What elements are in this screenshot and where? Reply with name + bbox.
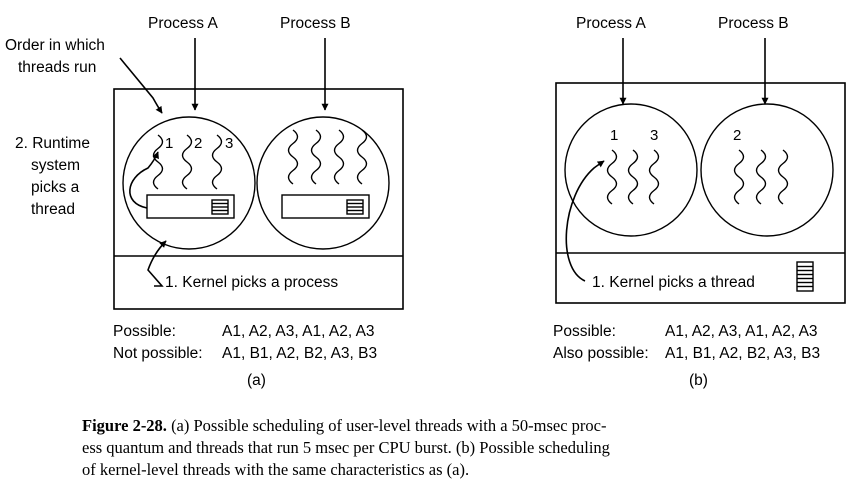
panel-b-process-a-circle (564, 103, 698, 237)
panel-b-system-box (555, 82, 846, 304)
panel-b-thread-num-1: 1 (610, 127, 618, 144)
panel-a-runtime-line3: picks a (31, 179, 80, 196)
panel-b-alsopossible-label: Also possible: (553, 345, 649, 362)
panel-a-possible-label: Possible: (113, 323, 176, 340)
panel-a-notpossible-label: Not possible: (113, 345, 203, 362)
panel-b-thread-a2 (627, 149, 639, 205)
panel-a-runtime-line4: thread (31, 201, 75, 218)
panel-a-thread-b4 (356, 129, 368, 185)
panel-a-runtime-arrow (129, 151, 159, 209)
panel-b: Process A Process B 1 3 2 1. Kernel pick… (553, 15, 846, 389)
panel-b-sub-label: (b) (689, 372, 708, 389)
panel-a-runtime-line1: 2. Runtime (15, 135, 90, 152)
panel-a-order-label-line1: Order in which (5, 37, 105, 54)
panel-b-thread-num-2: 2 (733, 127, 741, 144)
panel-a-notpossible-seq: A1, B1, A2, B2, A3, B3 (222, 345, 377, 362)
panel-a-process-b-circle (256, 116, 390, 250)
panel-a-possible-seq: A1, A2, A3, A1, A2, A3 (222, 323, 375, 340)
panel-a-sub-label: (a) (247, 372, 266, 389)
panel-a-thread-a2 (181, 134, 193, 190)
panel-b-process-b-label: Process B (718, 15, 789, 32)
figure-caption: Figure 2-28. (a) Possible scheduling of … (82, 416, 610, 479)
panel-a-runtime-line2: system (31, 157, 80, 174)
caption-line1-text: (a) Possible scheduling of user-level th… (167, 416, 607, 435)
panel-a-thread-table-icon-b (346, 199, 364, 215)
panel-b-kernel-arrow (565, 160, 605, 282)
panel-a-order-label-line2: threads run (18, 59, 96, 76)
panel-a-process-a-circle (122, 116, 256, 250)
panel-b-possible-seq: A1, A2, A3, A1, A2, A3 (665, 323, 818, 340)
panel-a-thread-b2 (310, 129, 322, 185)
panel-b-thread-b1 (733, 149, 745, 205)
panel-a-thread-a3 (211, 134, 223, 190)
panel-a-thread-num-2: 2 (194, 135, 202, 152)
panel-a-runtime-box-b (281, 194, 370, 219)
panel-b-thread-b3 (777, 149, 789, 205)
caption-figure-number: Figure 2-28. (82, 416, 167, 435)
caption-line1: Figure 2-28. (a) Possible scheduling of … (82, 416, 606, 435)
panel-b-thread-a1 (606, 149, 618, 205)
panel-a-thread-num-3: 3 (225, 135, 233, 152)
panel-a-runtime-box-a (146, 194, 235, 219)
caption-line3: of kernel-level threads with the same ch… (82, 460, 469, 479)
panel-a: Process A Process B Order in which threa… (5, 15, 404, 389)
panel-a-thread-num-1: 1 (165, 135, 173, 152)
panel-a-order-arrow (119, 57, 163, 114)
panel-a-kernel-label: 1. Kernel picks a process (165, 274, 338, 291)
caption-line2: ess quantum and threads that run 5 msec … (82, 438, 610, 457)
panel-a-thread-a1 (152, 134, 164, 190)
panel-a-kernel-arrow (147, 240, 167, 287)
panel-a-process-a-label: Process A (148, 15, 218, 32)
panel-b-possible-label: Possible: (553, 323, 616, 340)
panel-b-process-b-circle (700, 103, 834, 237)
panel-b-thread-a3 (648, 149, 660, 205)
panel-b-alsopossible-seq: A1, B1, A2, B2, A3, B3 (665, 345, 820, 362)
panel-a-system-box (113, 88, 404, 310)
panel-a-process-b-label: Process B (280, 15, 351, 32)
panel-b-thread-num-3: 3 (650, 127, 658, 144)
panel-a-thread-table-icon-a (211, 199, 229, 215)
panel-a-thread-b1 (287, 129, 299, 185)
panel-b-thread-b2 (755, 149, 767, 205)
panel-b-thread-table-icon (796, 261, 814, 292)
panel-b-process-a-label: Process A (576, 15, 646, 32)
panel-a-thread-b3 (333, 129, 345, 185)
panel-b-kernel-label: 1. Kernel picks a thread (592, 274, 755, 291)
